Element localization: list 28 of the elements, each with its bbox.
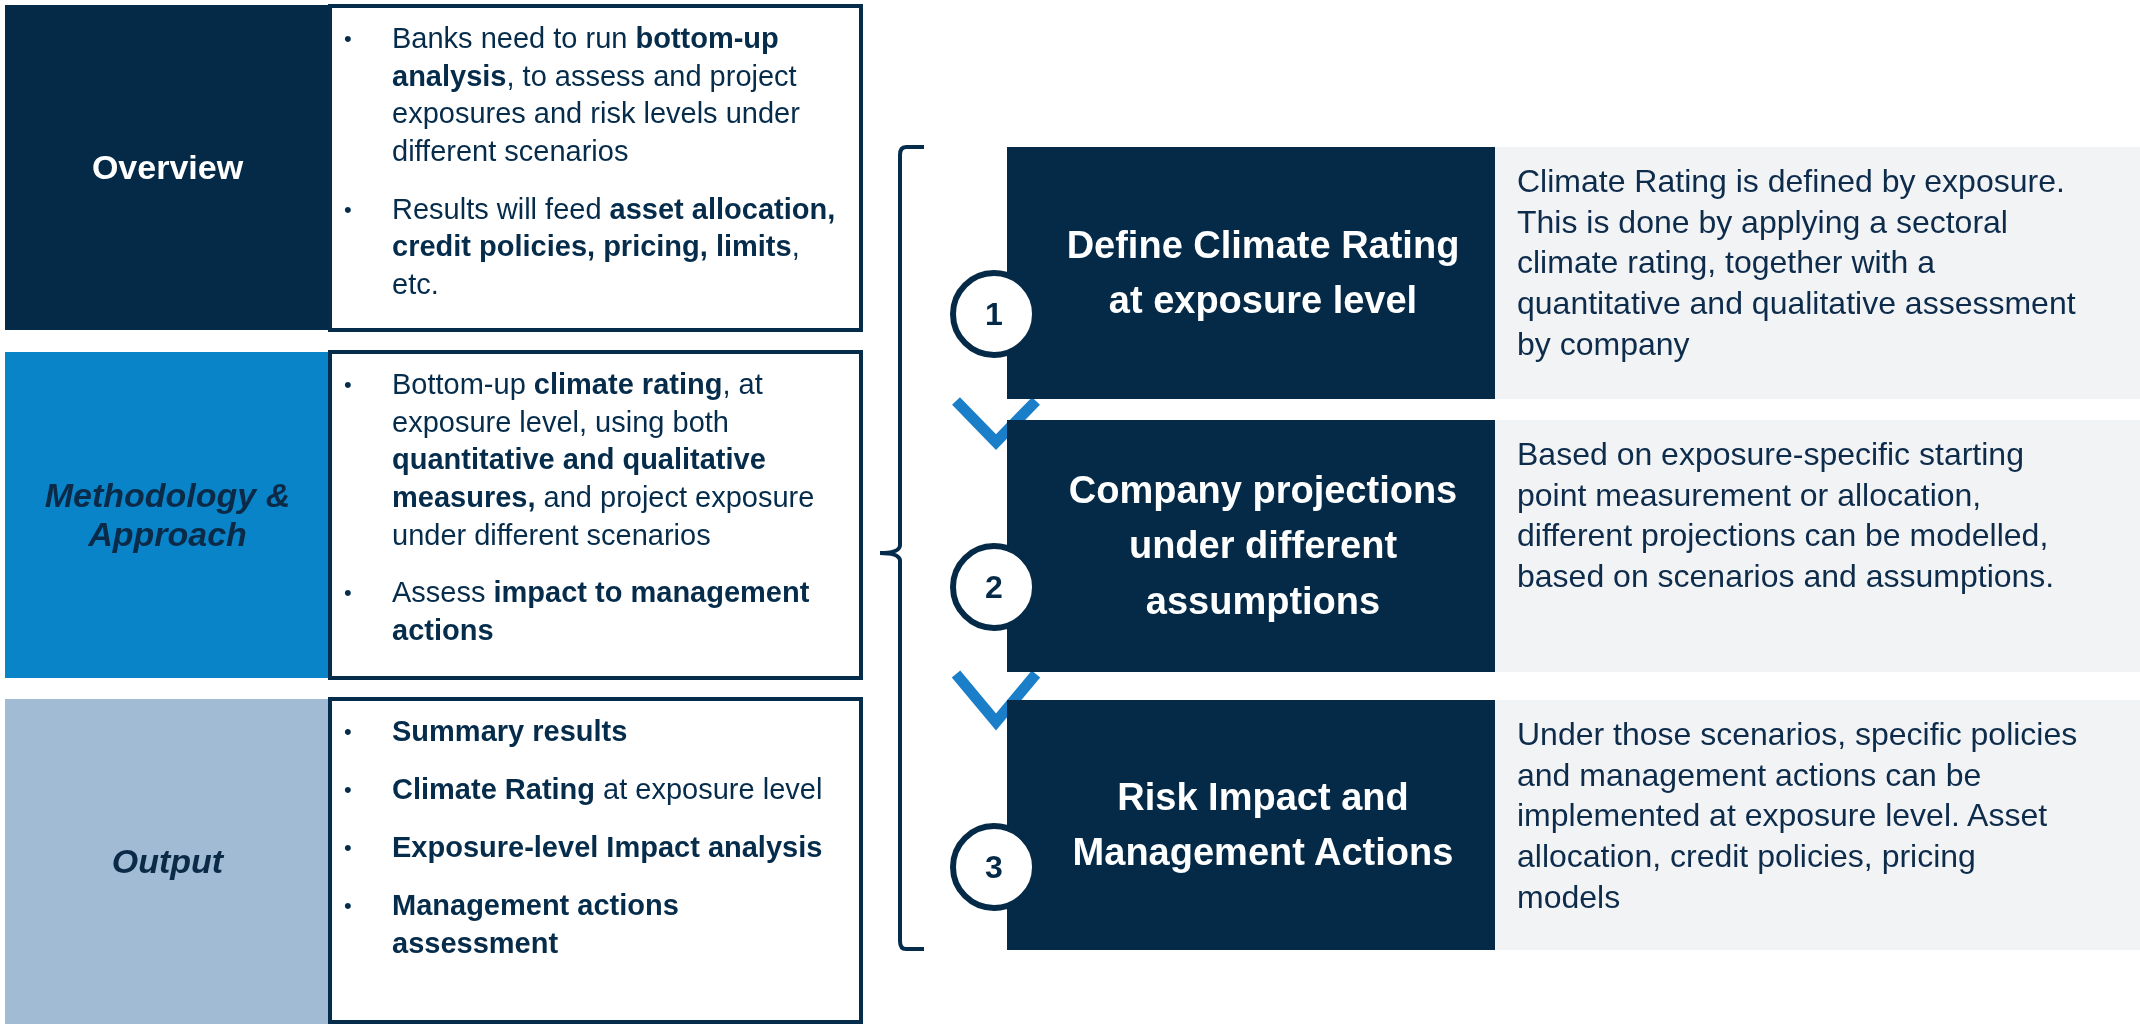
- bullet-text: Bottom-up climate rating, at exposure level, using both quantitative and qualitative measures, and project exposure under different scenarios: [392, 367, 816, 553]
- bullet-list-panel: [328, 350, 863, 680]
- section-label: Output: [5, 699, 330, 1024]
- step-box: Risk Impact and Management Actions: [1007, 700, 1495, 950]
- bullet-text: Summary results: [392, 714, 628, 749]
- bullet-text: Results will feed asset allocation, credit policies, pricing, limits, etc.: [392, 191, 837, 303]
- bullet-marker: •: [344, 25, 353, 53]
- bullet-list-panel: [328, 4, 863, 332]
- bullet-text: Assess impact to management actions: [392, 575, 811, 649]
- description-panel: Based on exposure-specific starting point measurement or allocation, different projections can be modelled, based on scenarios and assumptions.: [1495, 420, 2140, 672]
- description-panel: Under those scenarios, specific policies and management actions can be implemented at exposure level. Asset allocation, credit policies, pricing models: [1495, 700, 2140, 950]
- bullet-marker: •: [344, 776, 353, 804]
- bullet-marker: •: [344, 579, 353, 608]
- step-box: Company projections under different assumptions: [1007, 420, 1495, 672]
- bullet-marker: •: [344, 195, 353, 224]
- bullet-marker: •: [344, 371, 353, 399]
- bullet-text: Banks need to run bottom-up analysis, to assess and project exposures and risk levels under different scenarios: [392, 21, 801, 170]
- bullet-marker: •: [344, 892, 353, 920]
- description-panel: Climate Rating is defined by exposure. This is done by applying a sectoral climate rating, together with a quantitative and qualitative assessment by company: [1495, 147, 2140, 399]
- step-box: Define Climate Rating at exposure level: [1007, 147, 1495, 399]
- section-label: Overview: [5, 5, 330, 330]
- bullet-marker: •: [344, 834, 353, 862]
- bullet-text: Climate Rating at exposure level: [392, 772, 823, 807]
- bullet-text: Exposure-level Impact analysis: [392, 830, 823, 865]
- bullet-text: Management actions assessment: [392, 888, 680, 961]
- bullet-marker: •: [344, 718, 353, 746]
- bullet-list-panel: [328, 697, 863, 1024]
- section-label: Methodology & Approach: [5, 352, 330, 678]
